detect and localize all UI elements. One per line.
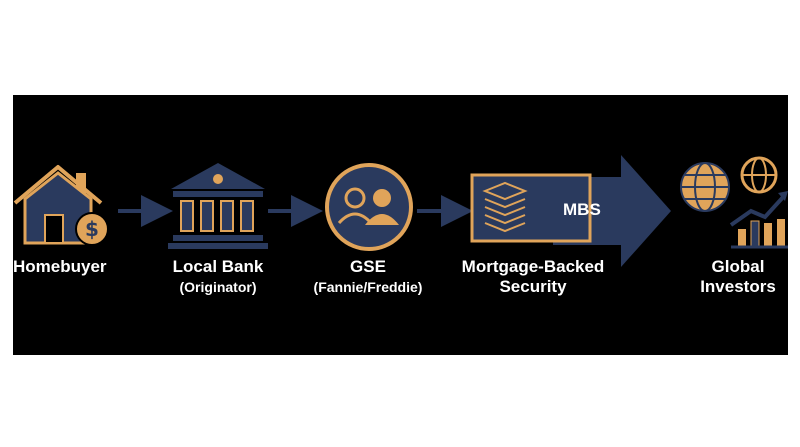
bank-icon [168, 163, 268, 249]
people-circle-icon [325, 163, 413, 251]
globe-chart-icon [680, 156, 788, 249]
document-stack-icon [470, 173, 592, 243]
step-subtitle: (Fannie/Freddie) [313, 279, 423, 295]
step-title: Local Bank [172, 257, 264, 276]
flow-diagram: $ [13, 95, 788, 355]
house-dollar-icon: $ [13, 165, 109, 246]
step-gse: GSE (Fannie/Freddie) [298, 257, 438, 297]
step-subtitle: Security [499, 277, 567, 296]
step-subtitle: Investors [700, 277, 776, 296]
step-mbs: Mortgage-Backed Security [448, 257, 618, 297]
step-title: Global [711, 257, 765, 276]
step-subtitle: (Originator) [179, 279, 257, 295]
step-title: Mortgage-Backed [461, 257, 605, 276]
step-title: Homebuyer [13, 257, 107, 276]
step-homebuyer: Homebuyer [13, 257, 108, 277]
step-local-bank: Local Bank (Originator) [158, 257, 278, 297]
svg-text:$: $ [85, 217, 99, 241]
mbs-badge: MBS [563, 200, 601, 219]
diagram-graphics: $ [13, 155, 788, 267]
step-title: GSE [350, 257, 386, 276]
step-global-investors: Global Investors [693, 257, 783, 297]
